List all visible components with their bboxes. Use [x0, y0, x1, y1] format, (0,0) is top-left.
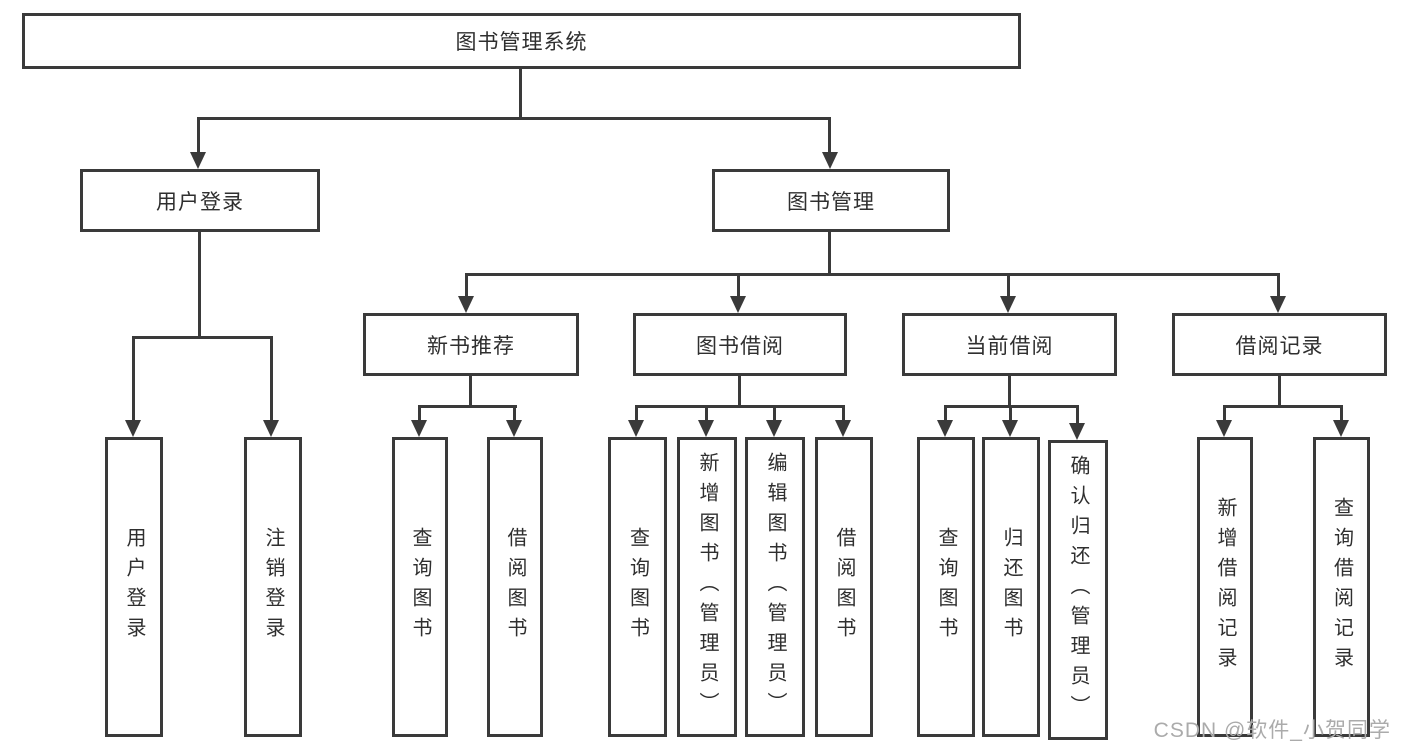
leaf-return-book-label: 归还图书: [1000, 527, 1022, 647]
connector-line: [738, 376, 741, 408]
node-leaf-confirm-return: 确认归还（管理员）: [1048, 440, 1108, 740]
arrow-down-icon: [822, 152, 838, 169]
connector-line: [132, 336, 273, 339]
connector-line: [773, 405, 776, 422]
node-leaf-borrow-book: 借阅图书: [815, 437, 873, 737]
leaf-query-book-current-label: 查询图书: [935, 527, 957, 647]
arrow-down-icon: [411, 420, 427, 437]
connector-line: [270, 336, 273, 422]
connector-line: [513, 405, 516, 422]
arrow-down-icon: [125, 420, 141, 437]
arrow-down-icon: [730, 296, 746, 313]
leaf-edit-book-label: 编辑图书（管理员）: [764, 452, 786, 722]
arrow-down-icon: [1000, 296, 1016, 313]
connector-line: [1009, 405, 1012, 422]
leaf-borrow-book-label: 借阅图书: [833, 527, 855, 647]
connector-line: [1277, 273, 1280, 298]
node-leaf-query-book-current: 查询图书: [917, 437, 975, 737]
node-book-borrow-label: 图书借阅: [696, 334, 784, 358]
leaf-query-borrow-record-label: 查询借阅记录: [1330, 497, 1353, 677]
node-leaf-borrow-book-rec: 借阅图书: [487, 437, 543, 737]
leaf-add-book-label: 新增图书（管理员）: [696, 452, 718, 722]
node-leaf-logout: 注销登录: [244, 437, 302, 737]
node-current-borrow: 当前借阅: [902, 313, 1117, 376]
connector-line: [519, 68, 522, 120]
arrow-down-icon: [190, 152, 206, 169]
leaf-query-book-borrow-label: 查询图书: [626, 527, 649, 647]
leaf-add-borrow-record-label: 新增借阅记录: [1214, 497, 1236, 677]
node-leaf-query-book-rec: 查询图书: [392, 437, 448, 737]
node-leaf-user-login: 用户登录: [105, 437, 163, 737]
connector-line: [842, 405, 845, 422]
connector-line: [828, 117, 831, 155]
arrow-down-icon: [835, 420, 851, 437]
connector-line: [1223, 405, 1226, 422]
connector-line: [1278, 376, 1281, 408]
connector-line: [828, 232, 831, 276]
arrow-down-icon: [698, 420, 714, 437]
node-current-borrow-label: 当前借阅: [965, 334, 1054, 358]
connector-line: [418, 405, 517, 408]
node-leaf-return-book: 归还图书: [982, 437, 1040, 737]
node-user-login: 用户登录: [80, 169, 320, 232]
connector-line: [197, 117, 831, 120]
node-leaf-edit-book: 编辑图书（管理员）: [745, 437, 805, 737]
connector-line: [1340, 405, 1343, 422]
arrow-down-icon: [1333, 420, 1349, 437]
connector-line: [635, 405, 845, 408]
leaf-user-login-label: 用户登录: [123, 527, 145, 647]
arrow-down-icon: [263, 420, 279, 437]
arrow-down-icon: [1002, 420, 1018, 437]
arrow-down-icon: [1069, 423, 1085, 440]
connector-line: [944, 405, 947, 422]
connector-line: [132, 336, 135, 422]
connector-line: [198, 232, 201, 339]
node-new-book-recommend: 新书推荐: [363, 313, 579, 376]
node-root-label: 图书管理系统: [455, 31, 588, 54]
connector-line: [465, 273, 1280, 276]
node-borrow-records: 借阅记录: [1172, 313, 1387, 376]
connector-line: [635, 405, 638, 422]
connector-line: [1008, 376, 1011, 408]
arrow-down-icon: [1216, 420, 1232, 437]
node-book-management-label: 图书管理: [787, 190, 875, 214]
connector-line: [469, 376, 472, 408]
connector-line: [737, 273, 740, 298]
node-root: 图书管理系统: [22, 13, 1021, 69]
node-borrow-records-label: 借阅记录: [1235, 334, 1324, 358]
connector-line: [1076, 405, 1079, 425]
node-leaf-add-borrow-record: 新增借阅记录: [1197, 437, 1253, 737]
connector-line: [197, 117, 200, 155]
node-user-login-label: 用户登录: [156, 190, 244, 214]
arrow-down-icon: [458, 296, 474, 313]
node-leaf-query-borrow-record: 查询借阅记录: [1313, 437, 1370, 737]
connector-line: [1007, 273, 1010, 298]
arrow-down-icon: [506, 420, 522, 437]
leaf-query-book-rec-label: 查询图书: [409, 527, 431, 647]
node-leaf-add-book: 新增图书（管理员）: [677, 437, 737, 737]
watermark: CSDN @软件_小贺同学: [1153, 719, 1391, 742]
leaf-confirm-return-label: 确认归还（管理员）: [1067, 455, 1089, 725]
leaf-borrow-book-rec-label: 借阅图书: [504, 527, 526, 647]
connector-line: [465, 273, 468, 298]
node-book-management: 图书管理: [712, 169, 950, 232]
connector-line: [705, 405, 708, 422]
node-book-borrow: 图书借阅: [633, 313, 847, 376]
node-new-book-recommend-label: 新书推荐: [427, 334, 515, 358]
connector-line: [418, 405, 421, 422]
connector-line: [1223, 405, 1343, 408]
node-leaf-query-book-borrow: 查询图书: [608, 437, 667, 737]
arrow-down-icon: [1270, 296, 1286, 313]
arrow-down-icon: [937, 420, 953, 437]
arrow-down-icon: [628, 420, 644, 437]
arrow-down-icon: [766, 420, 782, 437]
leaf-logout-label: 注销登录: [262, 527, 284, 647]
